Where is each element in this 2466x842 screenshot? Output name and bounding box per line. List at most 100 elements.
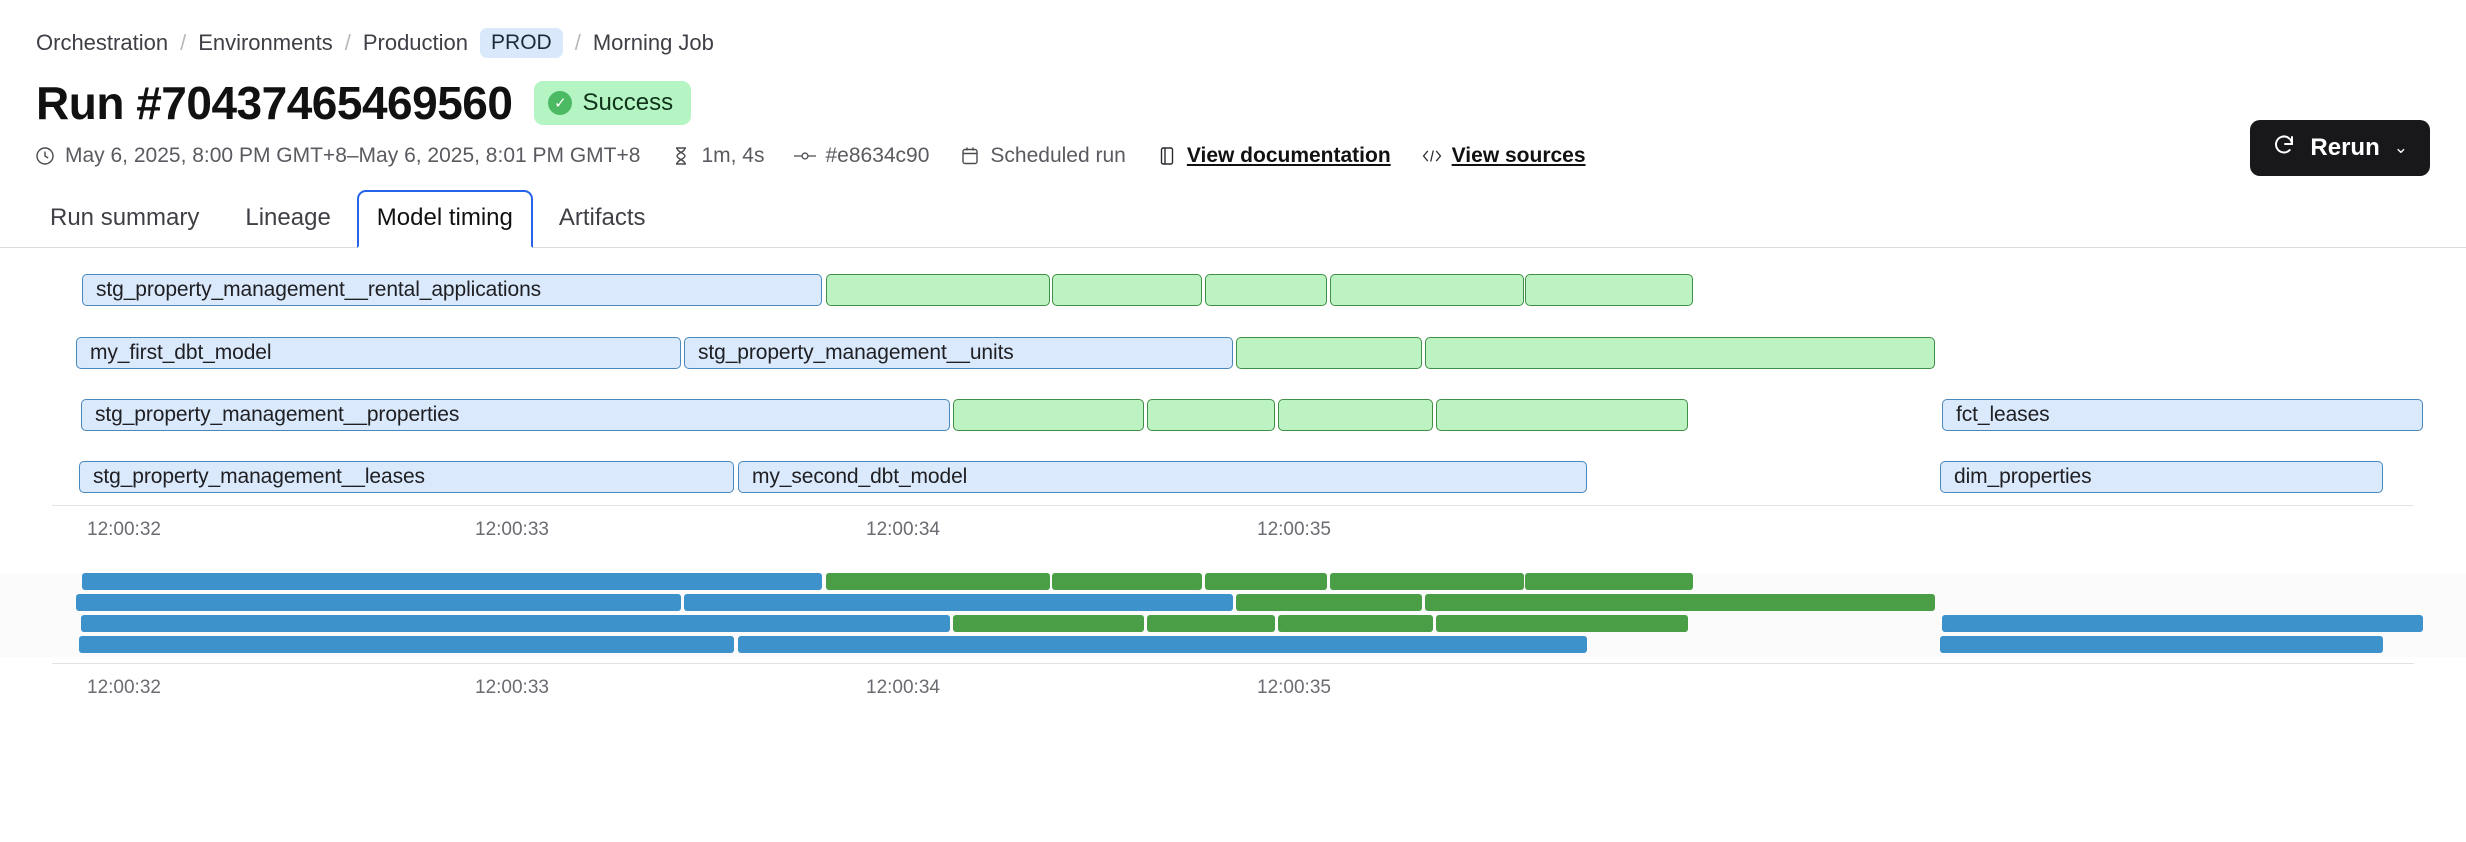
meta-view-sources[interactable]: View sources xyxy=(1421,144,1586,168)
book-icon xyxy=(1156,145,1178,167)
gantt-bar-stg_property_management__properties[interactable]: stg_property_management__properties xyxy=(81,399,950,431)
minimap-bar-segment[interactable] xyxy=(79,636,734,653)
tab-model-timing[interactable]: Model timing xyxy=(356,190,533,248)
gantt-bar-label: stg_property_management__rental_applicat… xyxy=(96,278,542,301)
meta-time-range: May 6, 2025, 8:00 PM GMT+8–May 6, 2025, … xyxy=(34,144,640,168)
axis-tick: 12:00:35 xyxy=(1257,519,1331,540)
meta-view-documentation[interactable]: View documentation xyxy=(1156,144,1391,168)
gantt-bar-segment[interactable] xyxy=(1278,399,1433,431)
gantt-bar-segment[interactable] xyxy=(1425,337,1935,369)
minimap-axis-tick: 12:00:35 xyxy=(1257,677,1331,698)
gantt-bar-segment[interactable] xyxy=(1147,399,1275,431)
gantt-bar-my_second_dbt_model[interactable]: my_second_dbt_model xyxy=(738,461,1587,493)
run-meta: May 6, 2025, 8:00 PM GMT+8–May 6, 2025, … xyxy=(0,130,2466,168)
gantt-bar-dim_properties[interactable]: dim_properties xyxy=(1940,461,2383,493)
gantt-bar-my_first_dbt_model[interactable]: my_first_dbt_model xyxy=(76,337,681,369)
meta-duration: 1m, 4s xyxy=(670,144,764,168)
meta-trigger: Scheduled run xyxy=(959,144,1126,168)
gantt-bar-segment[interactable] xyxy=(1436,399,1688,431)
minimap-bar-segment[interactable] xyxy=(1330,573,1524,590)
meta-time-range-text: May 6, 2025, 8:00 PM GMT+8–May 6, 2025, … xyxy=(65,144,641,167)
breadcrumb-item-orchestration[interactable]: Orchestration xyxy=(36,30,169,55)
minimap-bar-segment[interactable] xyxy=(1052,573,1202,590)
gantt-bar-stg_property_management__rental_applications[interactable]: stg_property_management__rental_applicat… xyxy=(82,274,822,306)
minimap-axis-tick: 12:00:32 xyxy=(87,677,161,698)
gantt-bar-segment[interactable] xyxy=(1525,274,1693,306)
tabs-container: Run summary Lineage Model timing Artifacts xyxy=(0,190,2466,248)
axis-tick: 12:00:32 xyxy=(87,519,161,540)
gantt-bar-fct_leases[interactable]: fct_leases xyxy=(1942,399,2423,431)
tab-artifacts[interactable]: Artifacts xyxy=(558,204,646,231)
gantt-bar-stg_property_management__leases[interactable]: stg_property_management__leases xyxy=(79,461,734,493)
minimap-row xyxy=(0,615,2466,632)
check-circle-icon: ✓ xyxy=(548,91,573,115)
minimap-axis-line xyxy=(52,663,2414,664)
breadcrumb-item-environments[interactable]: Environments xyxy=(198,30,333,55)
refresh-icon xyxy=(2272,133,2296,164)
gantt-row: stg_property_management__properties fct_l… xyxy=(0,399,2466,431)
git-commit-icon xyxy=(794,145,817,167)
tab-run-summary[interactable]: Run summary xyxy=(50,204,200,231)
page-title: Run #70437465469560 xyxy=(36,77,513,129)
clock-icon xyxy=(34,145,56,167)
gantt-bar-label: stg_property_management__leases xyxy=(93,465,425,488)
minimap-bar-segment[interactable] xyxy=(1525,573,1693,590)
minimap-bar-segment[interactable] xyxy=(82,573,822,590)
meta-trigger-text: Scheduled run xyxy=(990,144,1126,167)
minimap-row xyxy=(0,573,2466,590)
view-sources-link[interactable]: View sources xyxy=(1451,144,1586,167)
rerun-button-label: Rerun xyxy=(2310,134,2380,161)
minimap-bar-segment[interactable] xyxy=(1236,594,1422,611)
minimap-row xyxy=(0,636,2466,653)
minimap-bar-segment[interactable] xyxy=(1425,594,1935,611)
gantt-row: stg_property_management__leases my_second… xyxy=(0,461,2466,493)
gantt-row: my_first_dbt_model stg_property_managemen… xyxy=(0,337,2466,369)
axis-line xyxy=(52,505,2414,506)
minimap-row xyxy=(0,594,2466,611)
gantt-bar-segment[interactable] xyxy=(1052,274,1202,306)
minimap-bar-segment[interactable] xyxy=(76,594,681,611)
minimap-bar-segment[interactable] xyxy=(1278,615,1433,632)
minimap-bar-segment[interactable] xyxy=(684,594,1233,611)
minimap-bar-segment[interactable] xyxy=(1940,636,2383,653)
meta-commit-text: #e8634c90 xyxy=(825,144,930,167)
gantt-bar-label: dim_properties xyxy=(1954,465,2092,488)
minimap-bar-segment[interactable] xyxy=(1147,615,1275,632)
gantt-bar-segment[interactable] xyxy=(1236,337,1422,369)
gantt-bar-stg_property_management__units[interactable]: stg_property_management__units xyxy=(684,337,1233,369)
gantt-bar-segment[interactable] xyxy=(953,399,1144,431)
gantt-rows: stg_property_management__rental_applicat… xyxy=(0,274,2466,499)
breadcrumb-item-morning-job[interactable]: Morning Job xyxy=(592,30,714,55)
gantt-bar-label: my_second_dbt_model xyxy=(752,465,968,488)
minimap-axis-tick: 12:00:34 xyxy=(866,677,940,698)
gantt-row: stg_property_management__rental_applicat… xyxy=(0,274,2466,306)
minimap-bar-segment[interactable] xyxy=(738,636,1587,653)
minimap-bar-segment[interactable] xyxy=(826,573,1050,590)
axis-tick: 12:00:33 xyxy=(475,519,549,540)
gantt-bar-label: fct_leases xyxy=(1956,403,2050,426)
breadcrumb-item-production[interactable]: Production xyxy=(362,30,469,55)
gantt-bar-label: stg_property_management__units xyxy=(698,341,1014,364)
minimap-bar-segment[interactable] xyxy=(1942,615,2423,632)
code-icon xyxy=(1421,145,1443,167)
calendar-icon xyxy=(959,145,981,167)
gantt-bar-segment[interactable] xyxy=(1205,274,1327,306)
view-documentation-link[interactable]: View documentation xyxy=(1186,144,1391,167)
chevron-down-icon: ⌄ xyxy=(2393,138,2408,157)
minimap-bar-segment[interactable] xyxy=(1205,573,1327,590)
gantt-minimap[interactable] xyxy=(0,573,2466,657)
meta-duration-text: 1m, 4s xyxy=(701,144,765,167)
tab-lineage[interactable]: Lineage xyxy=(245,204,331,231)
gantt-bar-label: stg_property_management__properties xyxy=(95,403,460,426)
gantt-bar-segment[interactable] xyxy=(1330,274,1524,306)
minimap-bar-segment[interactable] xyxy=(1436,615,1688,632)
breadcrumb-separator: / xyxy=(574,30,581,55)
minimap-bar-segment[interactable] xyxy=(81,615,950,632)
minimap-bar-segment[interactable] xyxy=(953,615,1144,632)
tabs-divider xyxy=(0,247,2466,248)
breadcrumb-env-badge[interactable]: PROD xyxy=(480,28,563,58)
gantt-bar-segment[interactable] xyxy=(826,274,1050,306)
rerun-button[interactable]: Rerun ⌄ xyxy=(2250,120,2430,176)
tab-list: Run summary Lineage Model timing Artifacts xyxy=(0,190,2466,248)
